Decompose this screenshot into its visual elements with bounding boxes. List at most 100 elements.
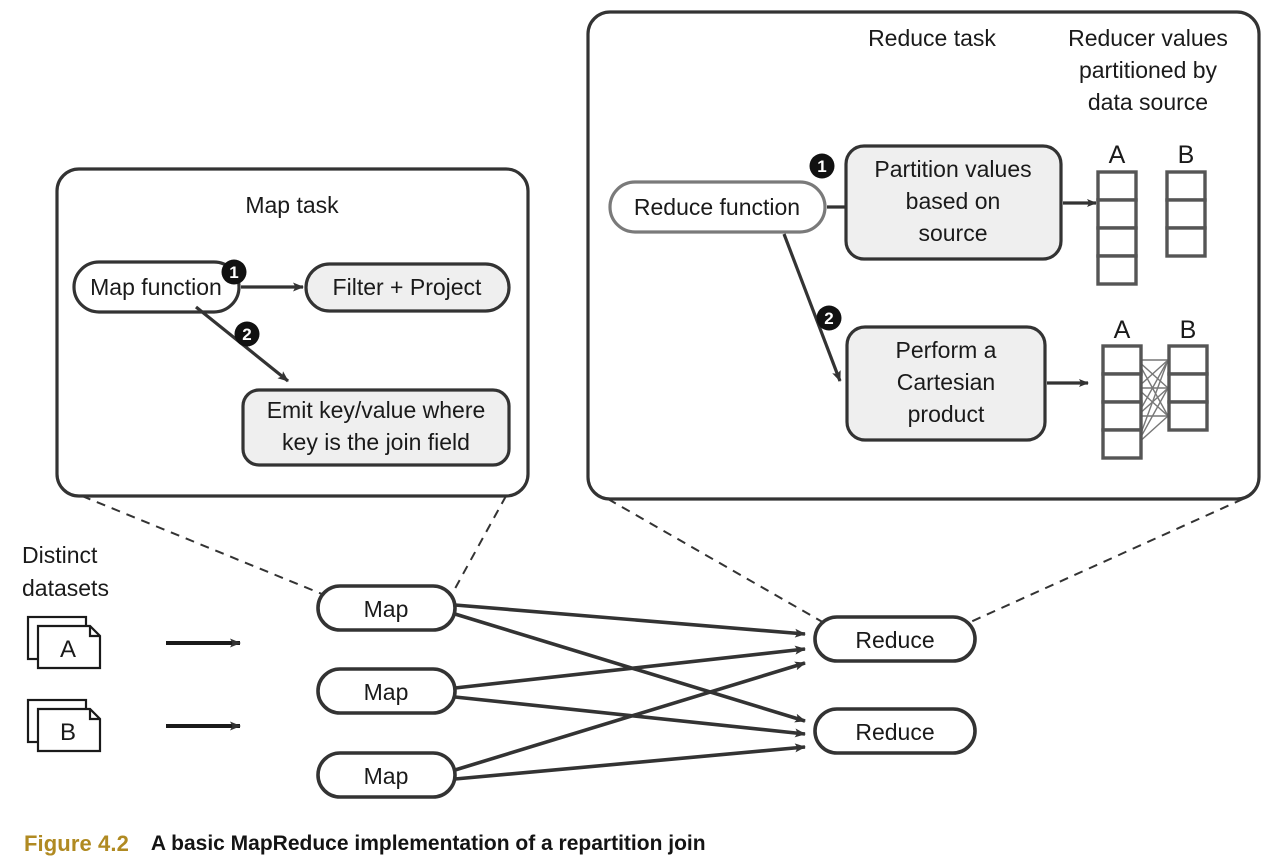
column-b-step2-cell <box>1167 400 1209 432</box>
column-a-step1-cell <box>1096 170 1138 202</box>
map-nodes-group: Map Map Map <box>316 584 457 799</box>
reduce-node-2-shape <box>813 707 977 755</box>
emit-keyvalue-box-shape <box>241 388 511 467</box>
shuffle-edges <box>454 603 806 781</box>
filter-project-box-label: Filter + Project <box>333 274 483 300</box>
reduce-step2-badge-number: 2 <box>824 309 833 328</box>
column-letter-b-step1: B <box>1178 141 1195 169</box>
map-node-3[interactable]: Map <box>316 751 457 799</box>
reduce-step2-badge-circle <box>816 305 842 331</box>
column-b-step2-cell <box>1167 344 1209 376</box>
map-node-1-label: Map <box>364 596 409 622</box>
emit-keyvalue-line2: key is the join field <box>282 429 470 455</box>
dataset-b-letter: B <box>60 719 76 746</box>
map-step2-badge-number: 2 <box>242 325 251 344</box>
column-b-step2-cell <box>1167 372 1209 404</box>
cartesian-columns-step2: A B <box>1101 316 1209 460</box>
column-a-step2-cell <box>1101 372 1143 404</box>
column-a-step1-cell <box>1096 198 1138 230</box>
emit-keyvalue-line1: Emit key/value where <box>267 397 486 423</box>
column-b-step2-cells <box>1167 344 1209 432</box>
distinct-datasets-line1: Distinct <box>22 542 98 568</box>
dataset-a-page-fold <box>88 626 100 638</box>
cartesian-product-line2: Cartesian <box>897 369 995 395</box>
map-node-1[interactable]: Map <box>316 584 457 632</box>
map-node-3-shape <box>316 751 457 799</box>
partition-values-line2: based on <box>906 188 1001 214</box>
map-node-2[interactable]: Map <box>316 667 457 715</box>
reduce-function-node[interactable]: Reduce function <box>608 180 827 234</box>
callout-reduce-panel-right <box>965 498 1244 625</box>
figure-number: Figure 4.2 <box>24 831 129 856</box>
column-a-step1-cells <box>1096 170 1138 286</box>
cartesian-product-box[interactable]: Perform a Cartesian product <box>845 325 1047 442</box>
column-a-step2-cells <box>1101 344 1143 460</box>
partition-values-box[interactable]: Partition values based on source <box>844 144 1063 261</box>
map-step2-badge-circle <box>234 321 260 347</box>
reduce-node-2-label: Reduce <box>855 719 934 745</box>
reduce-function-node-shape <box>608 180 827 234</box>
callout-map-panel-right <box>451 495 507 595</box>
callout-reduce-panel-left <box>607 498 827 625</box>
reducer-values-note-line2: partitioned by <box>1079 57 1218 83</box>
dataset-icon-b[interactable]: B <box>26 698 102 753</box>
reducer-values-note-line1: Reducer values <box>1068 25 1228 51</box>
map-node-2-shape <box>316 667 457 715</box>
map-task-panel: Map task Map function 1 Filter + Project <box>55 167 530 498</box>
map-function-node-shape <box>72 260 241 314</box>
reduce-step2-arrow <box>782 233 842 382</box>
column-letter-a-step2: A <box>1114 316 1131 344</box>
cartesian-product-box-shape <box>845 325 1047 442</box>
dataset-b-page-fold <box>88 709 100 721</box>
column-b-step1-cell <box>1165 198 1207 230</box>
column-a-step1-cell <box>1096 254 1138 286</box>
reduce-node-1-label: Reduce <box>855 627 934 653</box>
map-node-3-label: Map <box>364 763 409 789</box>
reduce-step1-badge: 1 <box>809 153 835 179</box>
reduce-node-1-shape <box>813 615 977 663</box>
partition-values-box-shape <box>844 144 1063 261</box>
dataset-icon-a[interactable]: A <box>26 615 102 670</box>
partitioned-columns-step1: A B <box>1096 141 1207 286</box>
map-step1-badge-number: 1 <box>229 263 238 282</box>
column-a-step2-cell <box>1101 344 1143 376</box>
edge-map1-reduce1 <box>454 603 806 638</box>
column-b-step1-cell <box>1165 170 1207 202</box>
map-function-node[interactable]: Map function <box>72 260 241 314</box>
cartesian-product-line3: product <box>908 401 985 427</box>
column-letter-a-step1: A <box>1109 141 1126 169</box>
map-step1-badge: 1 <box>221 259 247 285</box>
map-step2-badge: 2 <box>234 321 260 347</box>
dataset-a-front-sheet <box>36 624 102 670</box>
reduce-task-panel: Reduce task Reducer values partitioned b… <box>586 10 1261 501</box>
filter-project-box-shape <box>304 262 511 313</box>
reduce-task-title: Reduce task <box>868 25 996 51</box>
reduce-nodes-group: Reduce Reduce <box>813 615 977 755</box>
map-node-1-shape <box>316 584 457 632</box>
callout-lines <box>81 495 1244 625</box>
map-task-title: Map task <box>245 192 339 218</box>
dataset-a-letter: A <box>60 636 76 663</box>
edge-map2-reduce1 <box>454 645 806 690</box>
edge-map3-reduce1 <box>454 661 806 772</box>
column-b-step1-cells <box>1165 170 1207 258</box>
column-a-step2-cell <box>1101 400 1143 432</box>
figure-caption-text: A basic MapReduce implementation of a re… <box>150 832 706 855</box>
filter-project-box[interactable]: Filter + Project <box>304 262 511 313</box>
edge-map3-reduce2 <box>454 743 806 781</box>
distinct-datasets-group: Distinct datasets A B <box>22 542 241 753</box>
emit-keyvalue-box[interactable]: Emit key/value where key is the join fie… <box>241 388 511 467</box>
reduce-node-1[interactable]: Reduce <box>813 615 977 663</box>
reducer-values-note-line3: data source <box>1088 89 1208 115</box>
reduce-step1-badge-number: 1 <box>817 157 826 176</box>
partition-values-line1: Partition values <box>874 156 1031 182</box>
map-step1-badge-circle <box>221 259 247 285</box>
dataset-b-front-sheet <box>36 707 102 753</box>
column-a-step2-cell <box>1101 428 1143 460</box>
map-node-2-label: Map <box>364 679 409 705</box>
map-function-node-label: Map function <box>90 274 222 300</box>
reduce-step1-badge-circle <box>809 153 835 179</box>
reduce-node-2[interactable]: Reduce <box>813 707 977 755</box>
